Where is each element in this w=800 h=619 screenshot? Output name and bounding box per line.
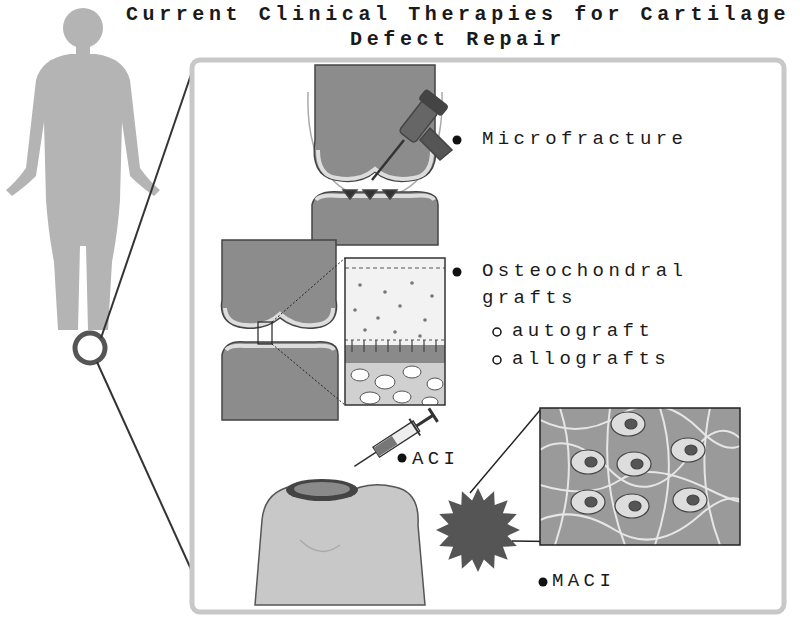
therapy-label: Microfracture bbox=[482, 126, 687, 153]
cell-matrix-inset bbox=[540, 405, 761, 545]
therapy-label: ACI bbox=[412, 446, 459, 473]
zoom-line bbox=[470, 409, 541, 493]
scaffold-star bbox=[436, 488, 520, 572]
cartilage-inset bbox=[345, 258, 445, 407]
panel-frame bbox=[192, 60, 784, 612]
zoom-line bbox=[97, 362, 195, 578]
microfracture-joint bbox=[308, 65, 452, 245]
knee-femur bbox=[255, 479, 425, 605]
body-silhouette bbox=[6, 8, 160, 330]
therapy-label: autograft bbox=[512, 318, 654, 345]
therapy-label: allografts bbox=[512, 346, 670, 373]
zoom-line bbox=[101, 63, 195, 338]
figure-title: Current Clinical Therapies for Cartilage… bbox=[120, 2, 796, 52]
therapy-label: Osteochondral grafts bbox=[482, 258, 722, 312]
therapy-label: MACI bbox=[552, 568, 615, 595]
osteochondral-joint bbox=[221, 240, 345, 420]
